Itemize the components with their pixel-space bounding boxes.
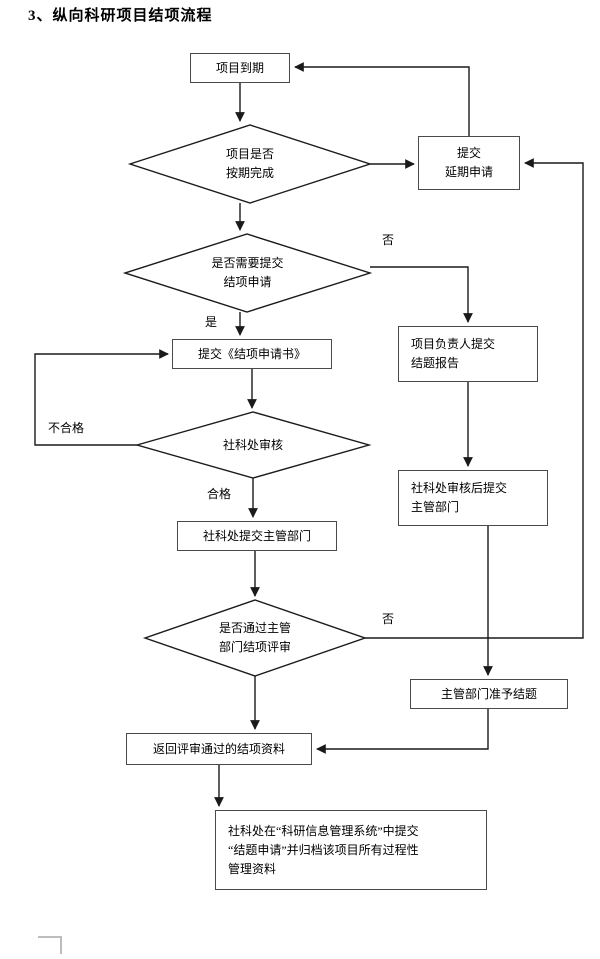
label-unqualified: 不合格 bbox=[48, 421, 85, 435]
node-office-review[interactable]: 社科处审核 bbox=[137, 412, 369, 478]
node-decision-dept-review[interactable]: 是否通过主管 部门结项评审 bbox=[145, 600, 365, 676]
node-archive-system-line-2: 管理资料 bbox=[228, 861, 277, 876]
node-archive-system-line-0: 社科处在“科研信息管理系统”中提交 bbox=[228, 823, 419, 838]
edge-needclosing-no bbox=[370, 266, 473, 323]
node-project-due[interactable]: 项目到期 bbox=[190, 53, 290, 83]
node-leader-submit-report-line-0: 项目负责人提交 bbox=[411, 337, 496, 351]
edge-review-unqualified-loop bbox=[34, 349, 169, 446]
label-yes-need-closing: 是 bbox=[205, 315, 218, 329]
node-decision-dept-review-line-1: 部门结项评审 bbox=[218, 640, 291, 654]
label-no-need-closing: 否 bbox=[382, 233, 395, 247]
node-office-submit-after-review-line-0: 社科处审核后提交 bbox=[411, 481, 508, 495]
decision-need-closing-shape bbox=[122, 233, 373, 313]
node-office-submit-dept-line-0: 社科处提交主管部门 bbox=[202, 528, 311, 543]
node-decision-need-closing-line-1: 结项申请 bbox=[223, 275, 272, 289]
node-submit-extension[interactable]: 提交 延期申请 bbox=[418, 136, 520, 190]
node-decision-dept-review-line-0: 是否通过主管 bbox=[218, 621, 291, 635]
node-submit-extension-line-0: 提交 bbox=[456, 146, 481, 160]
node-leader-submit-report-line-1: 结题报告 bbox=[411, 356, 460, 370]
node-office-submit-dept[interactable]: 社科处提交主管部门 bbox=[177, 521, 337, 551]
page-title: 3、纵向科研项目结项流程 bbox=[28, 8, 213, 24]
edge-approve-to-return bbox=[316, 709, 489, 754]
node-decision-on-time-line-0: 项目是否 bbox=[225, 147, 274, 161]
node-return-materials[interactable]: 返回评审通过的结项资料 bbox=[126, 733, 312, 765]
node-decision-need-closing[interactable]: 是否需要提交 结项申请 bbox=[125, 234, 370, 312]
node-leader-submit-report[interactable]: 项目负责人提交 结题报告 bbox=[398, 326, 538, 382]
node-archive-system-line-1: “结题申请”并归档该项目所有过程性 bbox=[228, 842, 419, 857]
edge-extension-back-to-due bbox=[294, 62, 470, 136]
node-archive-system[interactable]: 社科处在“科研信息管理系统”中提交 “结题申请”并归档该项目所有过程性 管理资料 bbox=[215, 810, 487, 890]
node-office-submit-after-review-line-1: 主管部门 bbox=[411, 500, 460, 514]
node-dept-approve[interactable]: 主管部门准予结题 bbox=[410, 679, 568, 709]
node-submit-closing-form-line-0: 提交《结项申请书》 bbox=[197, 346, 306, 361]
office-review-shape bbox=[134, 411, 372, 479]
node-decision-on-time[interactable]: 项目是否 按期完成 bbox=[130, 125, 370, 203]
node-return-materials-line-0: 返回评审通过的结项资料 bbox=[152, 741, 285, 756]
label-qualified: 合格 bbox=[207, 487, 232, 501]
page-corner-mark bbox=[38, 936, 62, 954]
node-decision-on-time-line-1: 按期完成 bbox=[225, 166, 274, 180]
node-decision-need-closing-line-0: 是否需要提交 bbox=[211, 256, 284, 270]
node-office-review-line-0: 社科处审核 bbox=[222, 437, 283, 452]
node-office-submit-after-review[interactable]: 社科处审核后提交 主管部门 bbox=[398, 470, 548, 526]
node-submit-closing-form[interactable]: 提交《结项申请书》 bbox=[172, 339, 332, 369]
label-no-dept-review: 否 bbox=[382, 612, 395, 626]
node-submit-extension-line-1: 延期申请 bbox=[444, 165, 493, 179]
edge-deptreview-no-loop bbox=[365, 158, 584, 639]
node-project-due-line-0: 项目到期 bbox=[215, 60, 264, 75]
node-dept-approve-line-0: 主管部门准予结题 bbox=[440, 686, 537, 701]
